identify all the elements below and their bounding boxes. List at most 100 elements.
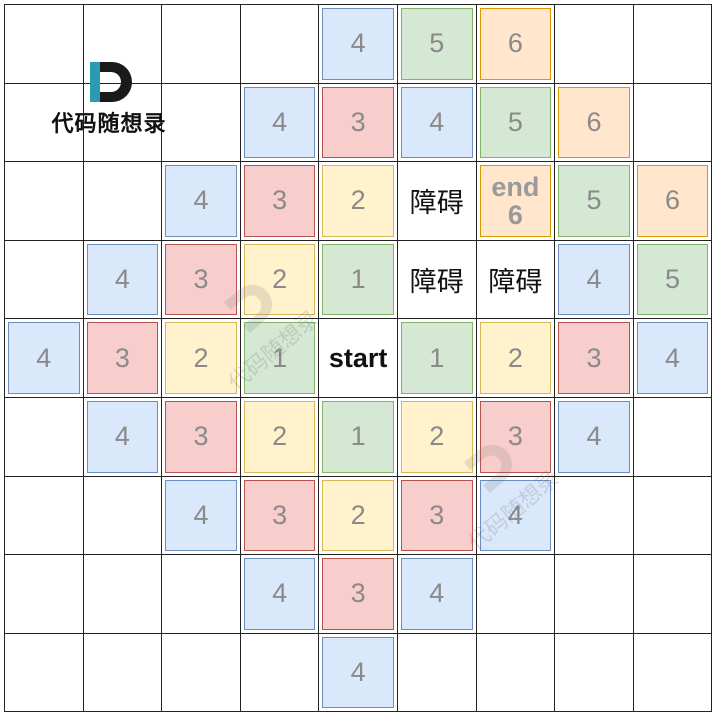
end-distance: 6 bbox=[507, 199, 523, 230]
grid-cell: 2 bbox=[319, 476, 398, 556]
grid-cell: 5 bbox=[633, 240, 712, 320]
grid-cell: 1 bbox=[319, 397, 398, 477]
grid-cell: 障碍 bbox=[397, 162, 477, 241]
grid-cell: 2 bbox=[162, 319, 241, 398]
distance-tile: 1 bbox=[322, 400, 394, 473]
distance-tile: 6 bbox=[558, 86, 630, 159]
grid-cell: 4 bbox=[633, 319, 712, 398]
distance-tile: 4 bbox=[558, 400, 630, 473]
distance-tile: 4 bbox=[400, 558, 473, 630]
distance-tile: 4 bbox=[243, 86, 316, 159]
grid-cell bbox=[633, 476, 712, 556]
grid-cell: 4 bbox=[319, 5, 398, 84]
distance-tile: 2 bbox=[322, 165, 394, 237]
distance-tile: 4 bbox=[86, 400, 159, 473]
grid-cell: 1 bbox=[240, 319, 320, 398]
distance-tile: 4 bbox=[322, 8, 394, 80]
grid-cell: 4 bbox=[555, 240, 634, 320]
grid-cell: 6 bbox=[476, 5, 556, 84]
grid-cell: 6 bbox=[633, 162, 712, 241]
grid-cell bbox=[5, 476, 84, 556]
grid-cell bbox=[162, 633, 241, 713]
grid-cell: 1 bbox=[397, 319, 477, 398]
grid-cell: 5 bbox=[397, 5, 477, 84]
distance-tile: 4 bbox=[400, 86, 473, 159]
obstacle-label: 障碍 bbox=[488, 267, 543, 299]
grid-cell: 障碍 bbox=[476, 240, 556, 320]
distance-tile: 5 bbox=[400, 8, 473, 80]
grid-cell bbox=[5, 397, 84, 477]
distance-tile: 3 bbox=[243, 165, 316, 237]
grid-cell bbox=[162, 83, 241, 163]
grid-cell bbox=[5, 633, 84, 713]
grid-cell: 3 bbox=[83, 319, 163, 398]
distance-tile: 3 bbox=[165, 243, 237, 316]
distance-tile: 4 bbox=[636, 322, 709, 394]
distance-tile: 3 bbox=[243, 479, 316, 552]
grid-cell bbox=[5, 240, 84, 320]
grid-cell: 4 bbox=[240, 83, 320, 163]
distance-tile: 3 bbox=[322, 86, 394, 159]
distance-tile: 1 bbox=[400, 322, 473, 394]
grid-cell bbox=[555, 555, 634, 634]
grid-cell: 3 bbox=[319, 555, 398, 634]
distance-tile: 2 bbox=[400, 400, 473, 473]
distance-tile: 5 bbox=[636, 243, 709, 316]
distance-tile: 2 bbox=[479, 322, 552, 394]
grid-cell: 障碍 bbox=[397, 240, 477, 320]
grid-cell: 3 bbox=[397, 476, 477, 556]
distance-tile: 4 bbox=[479, 479, 552, 552]
distance-tile: 2 bbox=[165, 322, 237, 394]
grid-cell: 2 bbox=[476, 319, 556, 398]
grid-cell: 4 bbox=[162, 476, 241, 556]
grid-cell bbox=[476, 555, 556, 634]
grid-cell: 3 bbox=[162, 240, 241, 320]
grid-cell bbox=[476, 633, 556, 713]
distance-tile: 4 bbox=[86, 243, 159, 316]
distance-tile: 2 bbox=[243, 400, 316, 473]
distance-tile: 4 bbox=[243, 558, 316, 630]
grid-cell bbox=[555, 633, 634, 713]
grid-cell: 3 bbox=[555, 319, 634, 398]
grid-cell: 5 bbox=[476, 83, 556, 163]
grid-cell: 3 bbox=[240, 162, 320, 241]
grid-cell: 3 bbox=[319, 83, 398, 163]
distance-tile: 2 bbox=[322, 479, 394, 552]
grid-cell bbox=[633, 5, 712, 84]
distance-tile: 3 bbox=[400, 479, 473, 552]
grid-cell bbox=[633, 83, 712, 163]
grid-cell bbox=[83, 83, 163, 163]
grid-cell: 2 bbox=[240, 240, 320, 320]
grid-cell: 4 bbox=[555, 397, 634, 477]
grid-cell: 2 bbox=[397, 397, 477, 477]
distance-tile: 4 bbox=[8, 322, 80, 394]
grid-cell: 4 bbox=[397, 555, 477, 634]
distance-tile: 2 bbox=[243, 243, 316, 316]
obstacle-label: 障碍 bbox=[409, 188, 464, 220]
grid-cell bbox=[162, 555, 241, 634]
grid-cell bbox=[162, 5, 241, 84]
grid-cell: 4 bbox=[5, 319, 84, 398]
distance-tile: 4 bbox=[165, 165, 237, 237]
grid-cell: 4 bbox=[397, 83, 477, 163]
obstacle-label: 障碍 bbox=[409, 267, 464, 299]
grid-cell bbox=[5, 162, 84, 241]
grid-cell bbox=[83, 5, 163, 84]
distance-tile: 1 bbox=[322, 243, 394, 316]
grid-cell: 4 bbox=[476, 476, 556, 556]
grid-cell: 6 bbox=[555, 83, 634, 163]
distance-tile: 6 bbox=[636, 165, 709, 237]
grid-cell: 2 bbox=[240, 397, 320, 477]
distance-tile: 4 bbox=[165, 479, 237, 552]
distance-tile: 5 bbox=[479, 86, 552, 159]
distance-tile: 4 bbox=[558, 243, 630, 316]
grid-cell: 4 bbox=[83, 397, 163, 477]
distance-tile: 4 bbox=[322, 636, 394, 709]
grid-cell: 4 bbox=[162, 162, 241, 241]
end-label: end bbox=[491, 171, 540, 202]
grid-cell bbox=[5, 5, 84, 84]
grid-cell bbox=[83, 633, 163, 713]
